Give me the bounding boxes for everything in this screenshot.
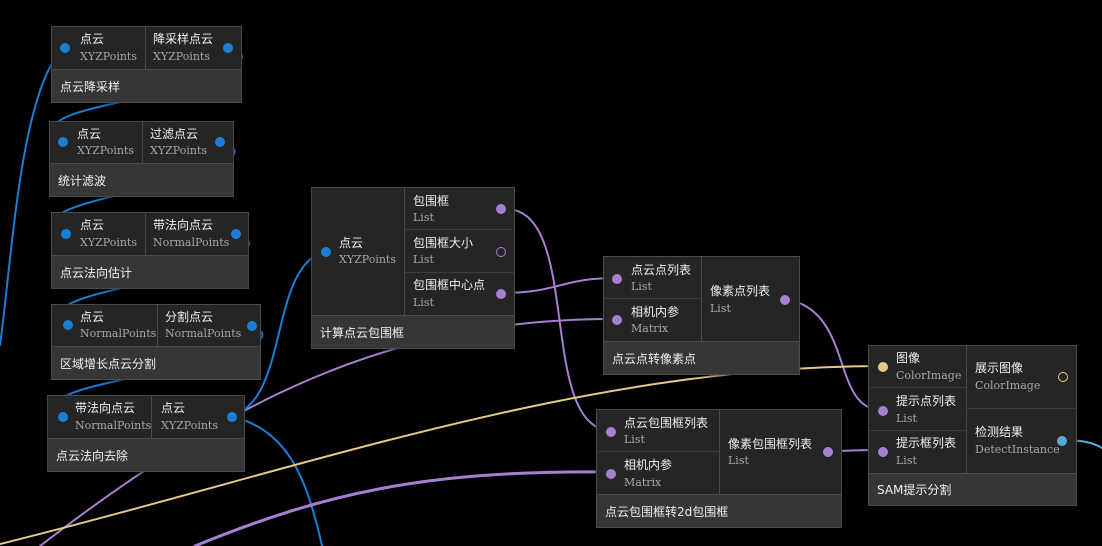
output-type: NormalPoints — [153, 236, 230, 249]
node-title: 区域增长点云分割 — [52, 346, 260, 379]
output-port-dot[interactable] — [780, 295, 790, 305]
node-points-to-pixels[interactable]: 点云点列表 List 相机内参 Matrix 像素点列表 List 点云点转像素… — [603, 256, 800, 375]
input-port-dot[interactable] — [606, 469, 616, 479]
input-label: 点云 — [80, 310, 105, 324]
input-type: NormalPoints — [75, 419, 152, 432]
node-title: 计算点云包围框 — [312, 315, 514, 348]
input-label: 点云点列表 — [631, 263, 692, 277]
input-type: List — [631, 280, 652, 293]
input-port-dot[interactable] — [878, 447, 888, 457]
node-title: 统计滤波 — [50, 163, 233, 196]
output-port-dot[interactable] — [227, 412, 237, 422]
input-port-dot[interactable] — [58, 137, 68, 147]
node-title: SAM提示分割 — [869, 473, 1076, 505]
output-port-dot[interactable] — [823, 447, 833, 457]
output-label: 过滤点云 — [150, 127, 199, 141]
input-label: 带法向点云 — [75, 401, 136, 415]
output-type: List — [413, 211, 434, 224]
input-port-dot[interactable] — [58, 412, 68, 422]
input-port-dot[interactable] — [878, 362, 888, 372]
output-type: NormalPoints — [165, 327, 242, 340]
node-stat-filter[interactable]: 点云 XYZPoints 过滤点云 XYZPoints 统计滤波 — [49, 121, 234, 197]
input-type: XYZPoints — [339, 253, 396, 266]
output-label: 包围框 — [413, 194, 450, 208]
input-port-dot[interactable] — [612, 274, 622, 284]
output-port-empty-dot[interactable] — [1058, 372, 1068, 382]
input-port-dot[interactable] — [606, 427, 616, 437]
input-label: 提示点列表 — [896, 394, 957, 408]
input-type: List — [624, 433, 645, 446]
output-port-dot[interactable] — [496, 289, 506, 299]
output-label: 检测结果 — [975, 425, 1024, 439]
output-label: 像素包围框列表 — [728, 437, 813, 451]
input-type: ColorImage — [896, 369, 962, 382]
node-normal-estimation[interactable]: 点云 XYZPoints 带法向点云 NormalPoints 点云法向估计 — [51, 212, 249, 289]
wire-matrix-to-bbox2d — [193, 470, 612, 546]
input-type: List — [896, 454, 917, 467]
output-label: 包围框大小 — [413, 236, 474, 250]
wire-bbox-to-bbox2d — [499, 207, 611, 432]
node-title: 点云法向估计 — [52, 255, 248, 288]
output-type: DetectInstance — [975, 443, 1060, 456]
input-type: Matrix — [624, 476, 662, 489]
output-label: 像素点列表 — [710, 284, 771, 298]
node-title: 点云法向去除 — [48, 438, 244, 471]
output-type: List — [413, 296, 434, 309]
node-title: 点云包围框转2d包围框 — [597, 494, 841, 527]
input-port-dot[interactable] — [878, 406, 888, 416]
input-label: 图像 — [896, 351, 921, 365]
input-type: XYZPoints — [77, 144, 134, 157]
output-port-dot[interactable] — [215, 137, 225, 147]
node-region-growing[interactable]: 点云 NormalPoints 分割点云 NormalPoints 区域增长点云… — [51, 304, 261, 380]
output-label: 带法向点云 — [153, 218, 214, 232]
node-sam-segmentation[interactable]: 图像 ColorImage 提示点列表 List 提示框列表 List 展示图像… — [868, 345, 1077, 506]
node-title: 点云降采样 — [52, 69, 241, 102]
output-port-dot[interactable] — [247, 321, 257, 331]
input-type: XYZPoints — [80, 236, 137, 249]
input-port-dot[interactable] — [321, 247, 331, 257]
output-label: 展示图像 — [975, 361, 1024, 375]
output-type: ColorImage — [975, 379, 1041, 392]
output-type: XYZPoints — [150, 144, 207, 157]
input-label: 点云 — [80, 218, 105, 232]
input-port-dot[interactable] — [61, 229, 71, 239]
input-label: 提示框列表 — [896, 436, 957, 450]
output-port-dot[interactable] — [231, 229, 241, 239]
output-type: List — [728, 454, 749, 467]
node-downsample[interactable]: 点云 XYZPoints 降采样点云 XYZPoints 点云降采样 — [51, 26, 242, 103]
output-type: XYZPoints — [161, 419, 218, 432]
input-port-dot[interactable] — [612, 315, 622, 325]
input-type: NormalPoints — [80, 327, 157, 340]
node-compute-bbox[interactable]: 点云 XYZPoints 包围框 List 包围框大小 List 包围框中心点 … — [311, 187, 515, 349]
input-label: 相机内参 — [631, 305, 680, 319]
output-port-dot[interactable] — [496, 204, 506, 214]
input-type: Matrix — [631, 322, 669, 335]
output-label: 包围框中心点 — [413, 278, 486, 292]
wire-bbox-center-to-pixel — [499, 277, 617, 294]
input-label: 点云包围框列表 — [624, 416, 709, 430]
output-type: List — [710, 302, 731, 315]
input-port-dot[interactable] — [60, 43, 70, 53]
output-port-dot[interactable] — [1057, 436, 1067, 446]
output-label: 降采样点云 — [153, 32, 214, 46]
output-port-empty-dot[interactable] — [496, 247, 506, 257]
node-title: 点云点转像素点 — [604, 341, 799, 374]
output-type: XYZPoints — [153, 50, 210, 63]
input-type: List — [896, 412, 917, 425]
output-type: List — [413, 253, 434, 266]
input-label: 点云 — [80, 32, 105, 46]
output-label: 分割点云 — [165, 310, 214, 324]
output-port-dot[interactable] — [223, 43, 233, 53]
input-label: 点云 — [339, 236, 364, 250]
node-normal-removal[interactable]: 带法向点云 NormalPoints 点云 XYZPoints 点云法向去除 — [47, 395, 245, 472]
input-port-dot[interactable] — [63, 320, 73, 330]
input-type: XYZPoints — [80, 50, 137, 63]
input-label: 相机内参 — [624, 458, 673, 472]
input-label: 点云 — [77, 127, 102, 141]
node-bbox-to-2d[interactable]: 点云包围框列表 List 相机内参 Matrix 像素包围框列表 List 点云… — [596, 409, 842, 528]
output-label: 点云 — [161, 401, 186, 415]
